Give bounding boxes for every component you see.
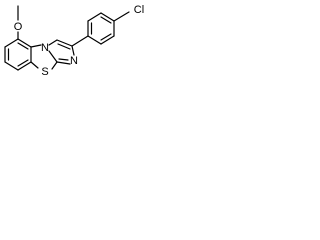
bridgehead-nitrogen-label: N <box>41 42 49 54</box>
benzo-bond <box>4 38 19 48</box>
imidazole-bond <box>56 61 71 65</box>
phenyl-bond <box>87 35 102 45</box>
oxygen-label: O <box>14 21 23 33</box>
thiazole-bond <box>48 50 58 63</box>
sulfur-label: S <box>41 66 48 78</box>
phenyl-double-bond <box>100 16 112 24</box>
chlorine-label: Cl <box>134 4 144 16</box>
thiazole-bond <box>51 61 58 70</box>
phenyl-double-bond <box>100 33 112 41</box>
imidazole-double-bond <box>58 58 69 61</box>
benzo-bond <box>4 61 19 71</box>
imidazole-bond <box>48 39 58 46</box>
phenyl-bond <box>87 12 102 22</box>
chemical-structure: O Cl N N S <box>4 4 144 78</box>
imidazole-bond <box>71 45 75 56</box>
chlorine-bond <box>113 11 130 22</box>
benzo-double-bond <box>17 42 29 50</box>
aryl-link-bond <box>71 35 89 47</box>
imidazole-bond <box>56 39 73 47</box>
phenyl-bond <box>100 35 115 45</box>
thiazole-bond <box>30 44 42 48</box>
benzo-bond <box>17 38 32 48</box>
imidazole-nitrogen-label: N <box>70 55 78 67</box>
benzo-double-bond <box>17 59 29 67</box>
imidazole-double-bond <box>57 43 71 50</box>
phenyl-bond <box>100 12 115 22</box>
thiazole-bond <box>30 61 39 69</box>
benzo-bond <box>17 61 32 71</box>
